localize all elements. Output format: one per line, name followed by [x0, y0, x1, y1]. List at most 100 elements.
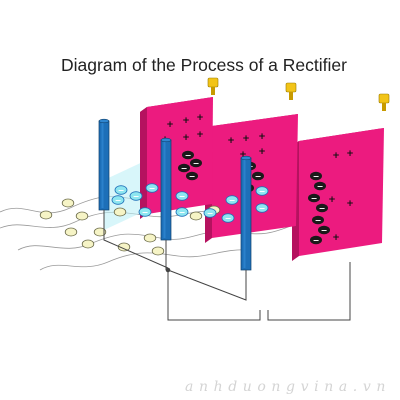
- charged-ion: −: [111, 195, 125, 205]
- minus-sign: −: [185, 151, 192, 160]
- negative-ion-body: [318, 225, 330, 235]
- charged-ion-body: [138, 207, 152, 217]
- plus-sign: +: [242, 134, 250, 144]
- negative-ion: −: [310, 235, 322, 245]
- charged-ion: −: [203, 208, 217, 218]
- rod-highlight: [243, 160, 246, 268]
- rod-highlight: [163, 142, 166, 238]
- negative-ion-body: [314, 181, 326, 191]
- negative-ion-body: [310, 171, 322, 181]
- charged-ion-body: [175, 207, 189, 217]
- negative-ion: −: [190, 158, 202, 168]
- neutral-particle: [61, 198, 75, 208]
- rod-body: [240, 157, 252, 271]
- minus-sign: −: [118, 186, 125, 195]
- electrode-rod-2: [160, 137, 172, 241]
- minus-sign: −: [189, 172, 196, 181]
- negative-ion: −: [314, 181, 326, 191]
- plus-sign: +: [346, 199, 354, 209]
- connector-stem: [382, 103, 386, 111]
- flow-line: [17, 223, 297, 251]
- minus-sign: −: [313, 236, 320, 245]
- charged-ion-body: [129, 191, 143, 201]
- plus-sign: +: [332, 151, 340, 161]
- minus-sign: −: [311, 194, 318, 203]
- negative-ion: −: [252, 171, 264, 181]
- flow-line: [39, 249, 251, 271]
- charged-ion-body: [225, 195, 239, 205]
- minus-sign: −: [142, 208, 149, 217]
- negative-ion: −: [186, 171, 198, 181]
- minus-sign: −: [319, 204, 326, 213]
- negative-ion-body: [190, 158, 202, 168]
- charged-ion-body: [111, 195, 125, 205]
- charged-ion: −: [175, 191, 189, 201]
- connector-cap: [285, 82, 297, 93]
- minus-sign: −: [179, 208, 186, 217]
- neutral-particle: [64, 227, 78, 237]
- charged-ion-body: [145, 183, 159, 193]
- plus-sign: +: [196, 113, 204, 123]
- minus-sign: −: [259, 187, 266, 196]
- negative-ion: −: [178, 163, 190, 173]
- minus-sign: −: [321, 226, 328, 235]
- collector-plate-middle: [205, 114, 298, 243]
- minus-sign: −: [149, 184, 156, 193]
- minus-sign: −: [315, 216, 322, 225]
- negative-ion-body: [316, 203, 328, 213]
- negative-ion-body: [186, 171, 198, 181]
- negative-ion-body: [182, 150, 194, 160]
- negative-ion-body: [252, 171, 264, 181]
- plate-connectors: [207, 77, 390, 111]
- charged-ion: −: [221, 213, 235, 223]
- negative-ion-body: [310, 235, 322, 245]
- neutral-particle: [113, 207, 127, 217]
- collector-plate-back-face: [299, 128, 384, 256]
- neutral-particle: [143, 233, 157, 243]
- electrode-rod-3: [240, 155, 252, 271]
- charged-ions: −−−−−−−−−−−−: [111, 183, 269, 223]
- plate-connector: [207, 77, 219, 95]
- charged-ion: −: [114, 185, 128, 195]
- charged-ion-body: [255, 186, 269, 196]
- neutral-particle: [117, 242, 131, 252]
- charged-ion: −: [225, 195, 239, 205]
- minus-sign: −: [207, 209, 214, 218]
- plus-sign: +: [227, 136, 235, 146]
- charged-ion: −: [175, 207, 189, 217]
- neutral-particle: [75, 211, 89, 221]
- electrode-rod-1: [98, 118, 110, 211]
- neutral-particle: [39, 210, 53, 220]
- charged-ion: −: [138, 207, 152, 217]
- rod-cap: [160, 137, 172, 143]
- plus-sign: +: [239, 150, 247, 160]
- negative-ion: −: [310, 171, 322, 181]
- minus-sign: −: [317, 182, 324, 191]
- diagram-title: Diagram of the Process of a Rectifier: [61, 55, 347, 75]
- connector-stem: [289, 92, 293, 100]
- rod-highlight: [101, 123, 104, 208]
- charged-ion-body: [221, 213, 235, 223]
- charged-ion-body: [203, 208, 217, 218]
- minus-sign: −: [193, 159, 200, 168]
- minus-sign: −: [255, 172, 262, 181]
- wire-rod-3: [167, 269, 247, 301]
- rod-body: [98, 120, 110, 211]
- negative-ion-body: [312, 215, 324, 225]
- minus-sign: −: [313, 172, 320, 181]
- minus-sign: −: [133, 192, 140, 201]
- plus-sign: +: [196, 130, 204, 140]
- plus-sign: +: [346, 149, 354, 159]
- watermark-text: anhduongvina.vn: [185, 379, 391, 395]
- neutral-particles: [39, 198, 221, 256]
- plate-connector: [378, 93, 390, 111]
- minus-sign: −: [179, 192, 186, 201]
- neutral-particle: [81, 239, 95, 249]
- connector-cap: [378, 93, 390, 104]
- connector-stem: [211, 87, 215, 95]
- negative-ion: −: [312, 215, 324, 225]
- negative-ion: −: [318, 225, 330, 235]
- minus-sign: −: [181, 164, 188, 173]
